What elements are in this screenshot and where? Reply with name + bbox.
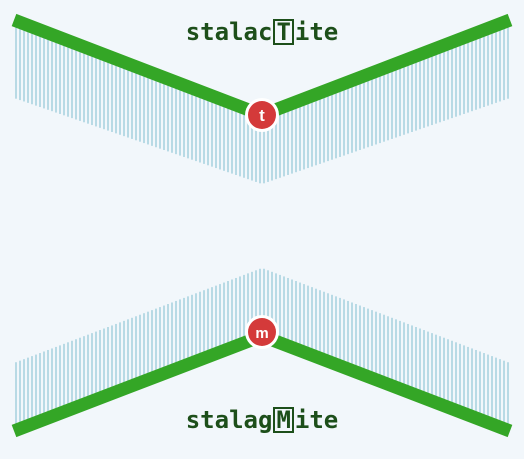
- stalagmite-badge-letter: m: [255, 325, 268, 342]
- stalagmite-badge: m: [245, 315, 279, 349]
- stalagmite-highlight-letter: M: [273, 407, 294, 433]
- stalactite-badge: t: [245, 98, 279, 132]
- stalactite-label-suffix: ite: [294, 18, 339, 46]
- badge-circle: [248, 101, 276, 129]
- stalactite-label-prefix: stalac: [185, 18, 273, 46]
- stalactite-highlight-letter: T: [273, 19, 294, 45]
- stalactite-hatching: [15, 26, 509, 184]
- stalagmite-label-prefix: stalag: [185, 406, 273, 434]
- stalagmite-hatching: [15, 268, 509, 425]
- stalagmite-label-suffix: ite: [294, 406, 339, 434]
- stalactite-badge-letter: t: [259, 106, 265, 125]
- badge-circle: [248, 318, 276, 346]
